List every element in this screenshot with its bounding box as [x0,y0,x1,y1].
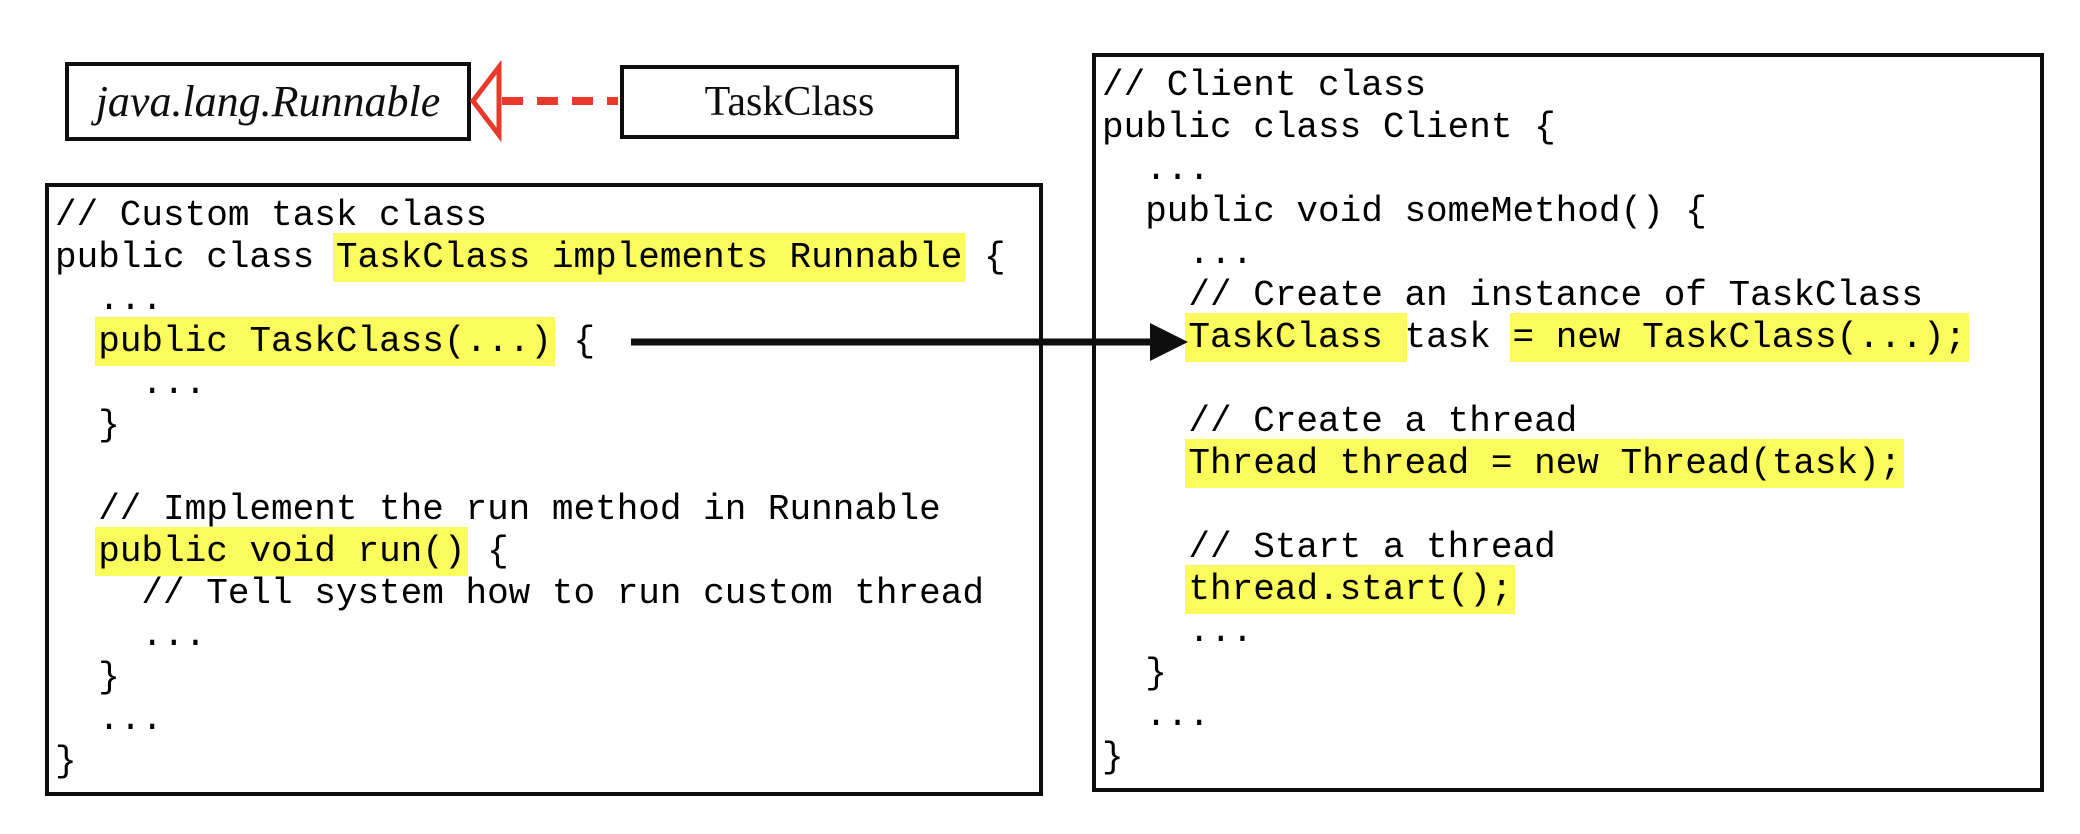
uml-interface-box-runnable: java.lang.Runnable [65,62,471,141]
code-line: TaskClass task = new TaskClass(...); [1102,313,2040,362]
code-line: } [55,741,1039,783]
code-segment: } [55,741,77,782]
code-segment: ... [1102,611,1254,652]
code-line: public class Client { [1102,107,2040,149]
code-segment: // Client class [1102,65,1427,106]
code-segment: } [55,657,120,698]
code-segment: } [55,405,120,446]
uml-class-label: TaskClass [704,79,875,125]
code-segment: } [1102,737,1124,778]
code-segment: ... [1102,149,1211,190]
code-line: public void run() { [55,527,1039,576]
code-line: // Tell system how to run custom thread [55,573,1039,615]
code-line: // Custom task class [55,195,1039,237]
highlighted-code-segment: TaskClass [1185,313,1408,362]
code-line: ... [1102,695,2040,737]
code-line [55,447,1039,489]
code-line: ... [55,699,1039,741]
code-segment: public class Client { [1102,107,1556,148]
code-line: ... [55,363,1039,405]
code-line: ... [1102,611,2040,653]
uml-interface-label: java.lang.Runnable [95,77,441,126]
code-segment: public class [55,237,336,278]
code-segment: public void someMethod() { [1102,191,1707,232]
code-segment [1102,443,1188,484]
highlighted-code-segment: TaskClass implements Runnable [332,233,966,282]
code-segment: ... [55,615,207,656]
code-segment: ... [55,699,164,740]
highlighted-code-segment: Thread thread = new Thread(task); [1185,439,1905,488]
code-line: ... [55,615,1039,657]
code-line: ... [1102,233,2040,275]
code-line: public TaskClass(...) { [55,317,1039,366]
code-segment: // Create a thread [1102,401,1578,442]
code-line [1102,485,2040,527]
code-segment: ... [1102,233,1254,274]
highlighted-code-segment: = new TaskClass(...); [1509,313,1970,362]
code-segment [1102,317,1188,358]
code-line: } [1102,653,2040,695]
code-line: // Implement the run method in Runnable [55,489,1039,531]
code-line: // Create a thread [1102,401,2040,443]
code-segment [55,531,98,572]
implements-arrow-hollow-triangle-icon [469,59,502,143]
highlighted-code-segment: public void run() [95,527,469,576]
code-line: public class TaskClass implements Runnab… [55,233,1039,282]
code-segment: ... [55,363,207,404]
code-segment: task [1404,317,1513,358]
highlighted-code-segment: thread.start(); [1185,565,1516,614]
code-line: } [55,657,1039,699]
code-segment [55,321,98,362]
code-line: public void someMethod() { [1102,191,2040,233]
code-segment: } [1102,653,1167,694]
code-line: } [55,405,1039,447]
code-segment: // Custom task class [55,195,488,236]
code-segment: // Implement the run method in Runnable [55,489,941,530]
code-line: thread.start(); [1102,565,2040,614]
code-segment: { [551,321,596,362]
code-segment: ... [1102,695,1211,736]
code-line: // Create an instance of TaskClass [1102,275,2040,317]
code-segment [1102,569,1188,610]
code-line: // Start a thread [1102,527,2040,569]
code-segment: // Tell system how to run custom thread [55,573,984,614]
code-segment: { [465,531,509,572]
uml-class-box-taskclass: TaskClass [620,65,959,139]
code-segment: // Start a thread [1102,527,1556,568]
code-segment: { [962,237,1006,278]
code-line [1102,359,2040,401]
code-line: Thread thread = new Thread(task); [1102,439,2040,488]
code-line: // Client class [1102,65,2040,107]
code-line: ... [1102,149,2040,191]
code-line: } [1102,737,2040,779]
highlighted-code-segment: public TaskClass(...) [95,317,555,366]
code-segment: // Create an instance of TaskClass [1102,275,1923,316]
code-line: ... [55,279,1039,321]
code-segment: ... [55,279,164,320]
